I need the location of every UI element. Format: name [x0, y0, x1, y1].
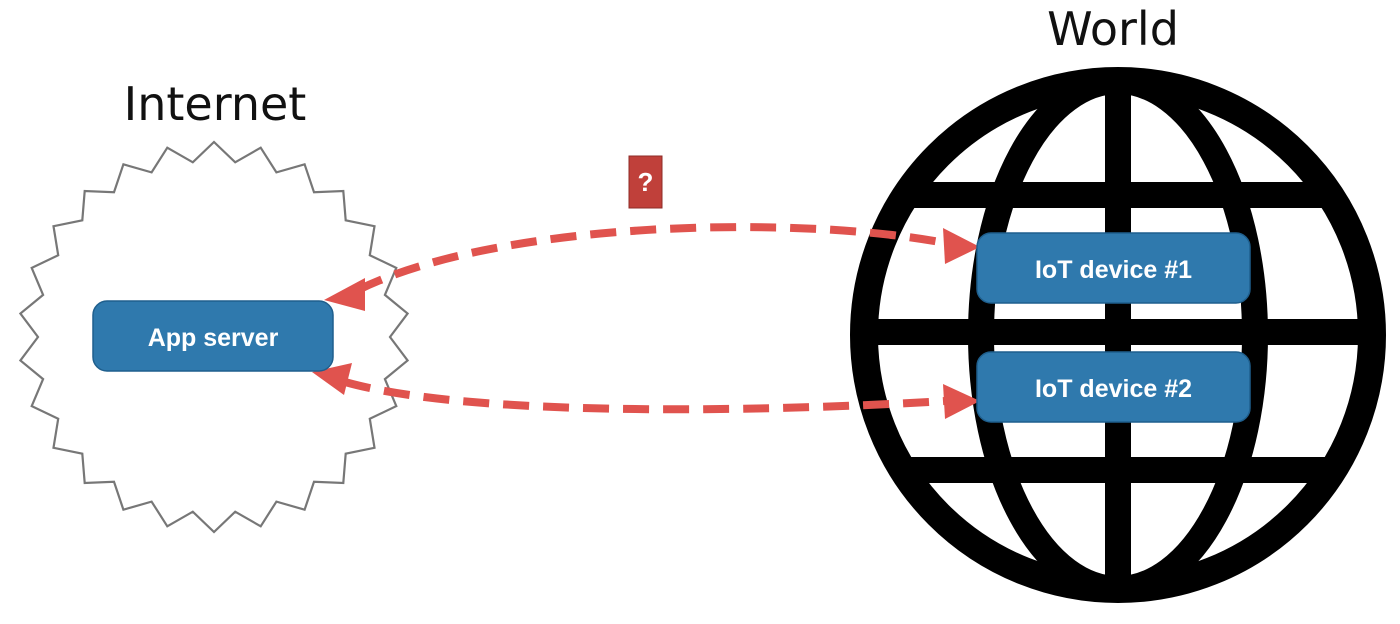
- iot-device-2-node: IoT device #2: [976, 351, 1251, 423]
- internet-label: Internet: [124, 77, 307, 131]
- iot-device-1-node: IoT device #1: [976, 232, 1251, 304]
- arrowhead-device-2: [943, 384, 980, 419]
- arrowhead-app-server-top: [324, 278, 365, 311]
- question-badge: ?: [628, 155, 663, 209]
- iot-device-2-label: IoT device #2: [1035, 375, 1192, 403]
- app-server-node: App server: [92, 300, 334, 372]
- arrowhead-device-1: [943, 228, 980, 264]
- iot-device-1-label: IoT device #1: [1035, 256, 1192, 284]
- arrow-app-server-device-1: [356, 223, 946, 294]
- question-badge-text: ?: [638, 167, 654, 197]
- globe-icon: [850, 67, 1386, 603]
- app-server-label: App server: [148, 324, 279, 352]
- arrow-app-server-device-2: [343, 378, 946, 414]
- world-label: World: [1047, 2, 1179, 56]
